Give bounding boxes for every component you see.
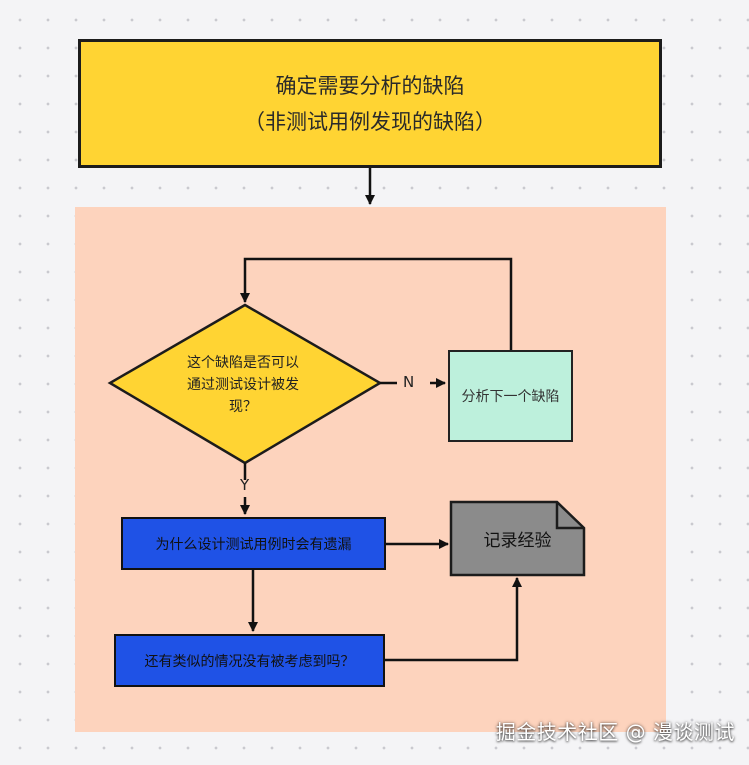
edge-label-no: N (403, 373, 415, 391)
record-experience-box: 记录经验 (451, 502, 584, 575)
edge-label-yes: Y (240, 476, 250, 494)
similar-cases-box: 还有类似的情况没有被考虑到吗？ (114, 634, 385, 687)
arrow-similar-to-record (385, 577, 522, 662)
why-missed-label: 为什么设计测试用例时会有遗漏 (155, 536, 352, 553)
decision-label: 这个缺陷是否可以 通过测试设计被发 现？ (163, 345, 323, 425)
why-missed-box: 为什么设计测试用例时会有遗漏 (121, 517, 386, 570)
start-box: 确定需要分析的缺陷 （非测试用例发现的缺陷） (78, 39, 662, 168)
next-defect-label: 分析下一个缺陷 (461, 389, 560, 405)
decision-line-3: 现？ (229, 399, 257, 415)
similar-cases-label: 还有类似的情况没有被考虑到吗？ (144, 653, 355, 670)
start-box-subtitle: （非测试用例发现的缺陷） (244, 109, 496, 134)
record-document-shape (449, 500, 586, 577)
next-defect-box: 分析下一个缺陷 (448, 350, 573, 442)
record-document-fold (555, 502, 584, 530)
start-box-title: 确定需要分析的缺陷 (275, 73, 465, 98)
decision-line-1: 这个缺陷是否可以 (187, 355, 299, 371)
watermark: 掘金技术社区 @ 漫谈测试 (495, 720, 735, 744)
record-experience-label: 记录经验 (483, 531, 552, 551)
arrow-loop-back (240, 257, 513, 350)
decision-line-2: 通过测试设计被发 (187, 377, 299, 393)
